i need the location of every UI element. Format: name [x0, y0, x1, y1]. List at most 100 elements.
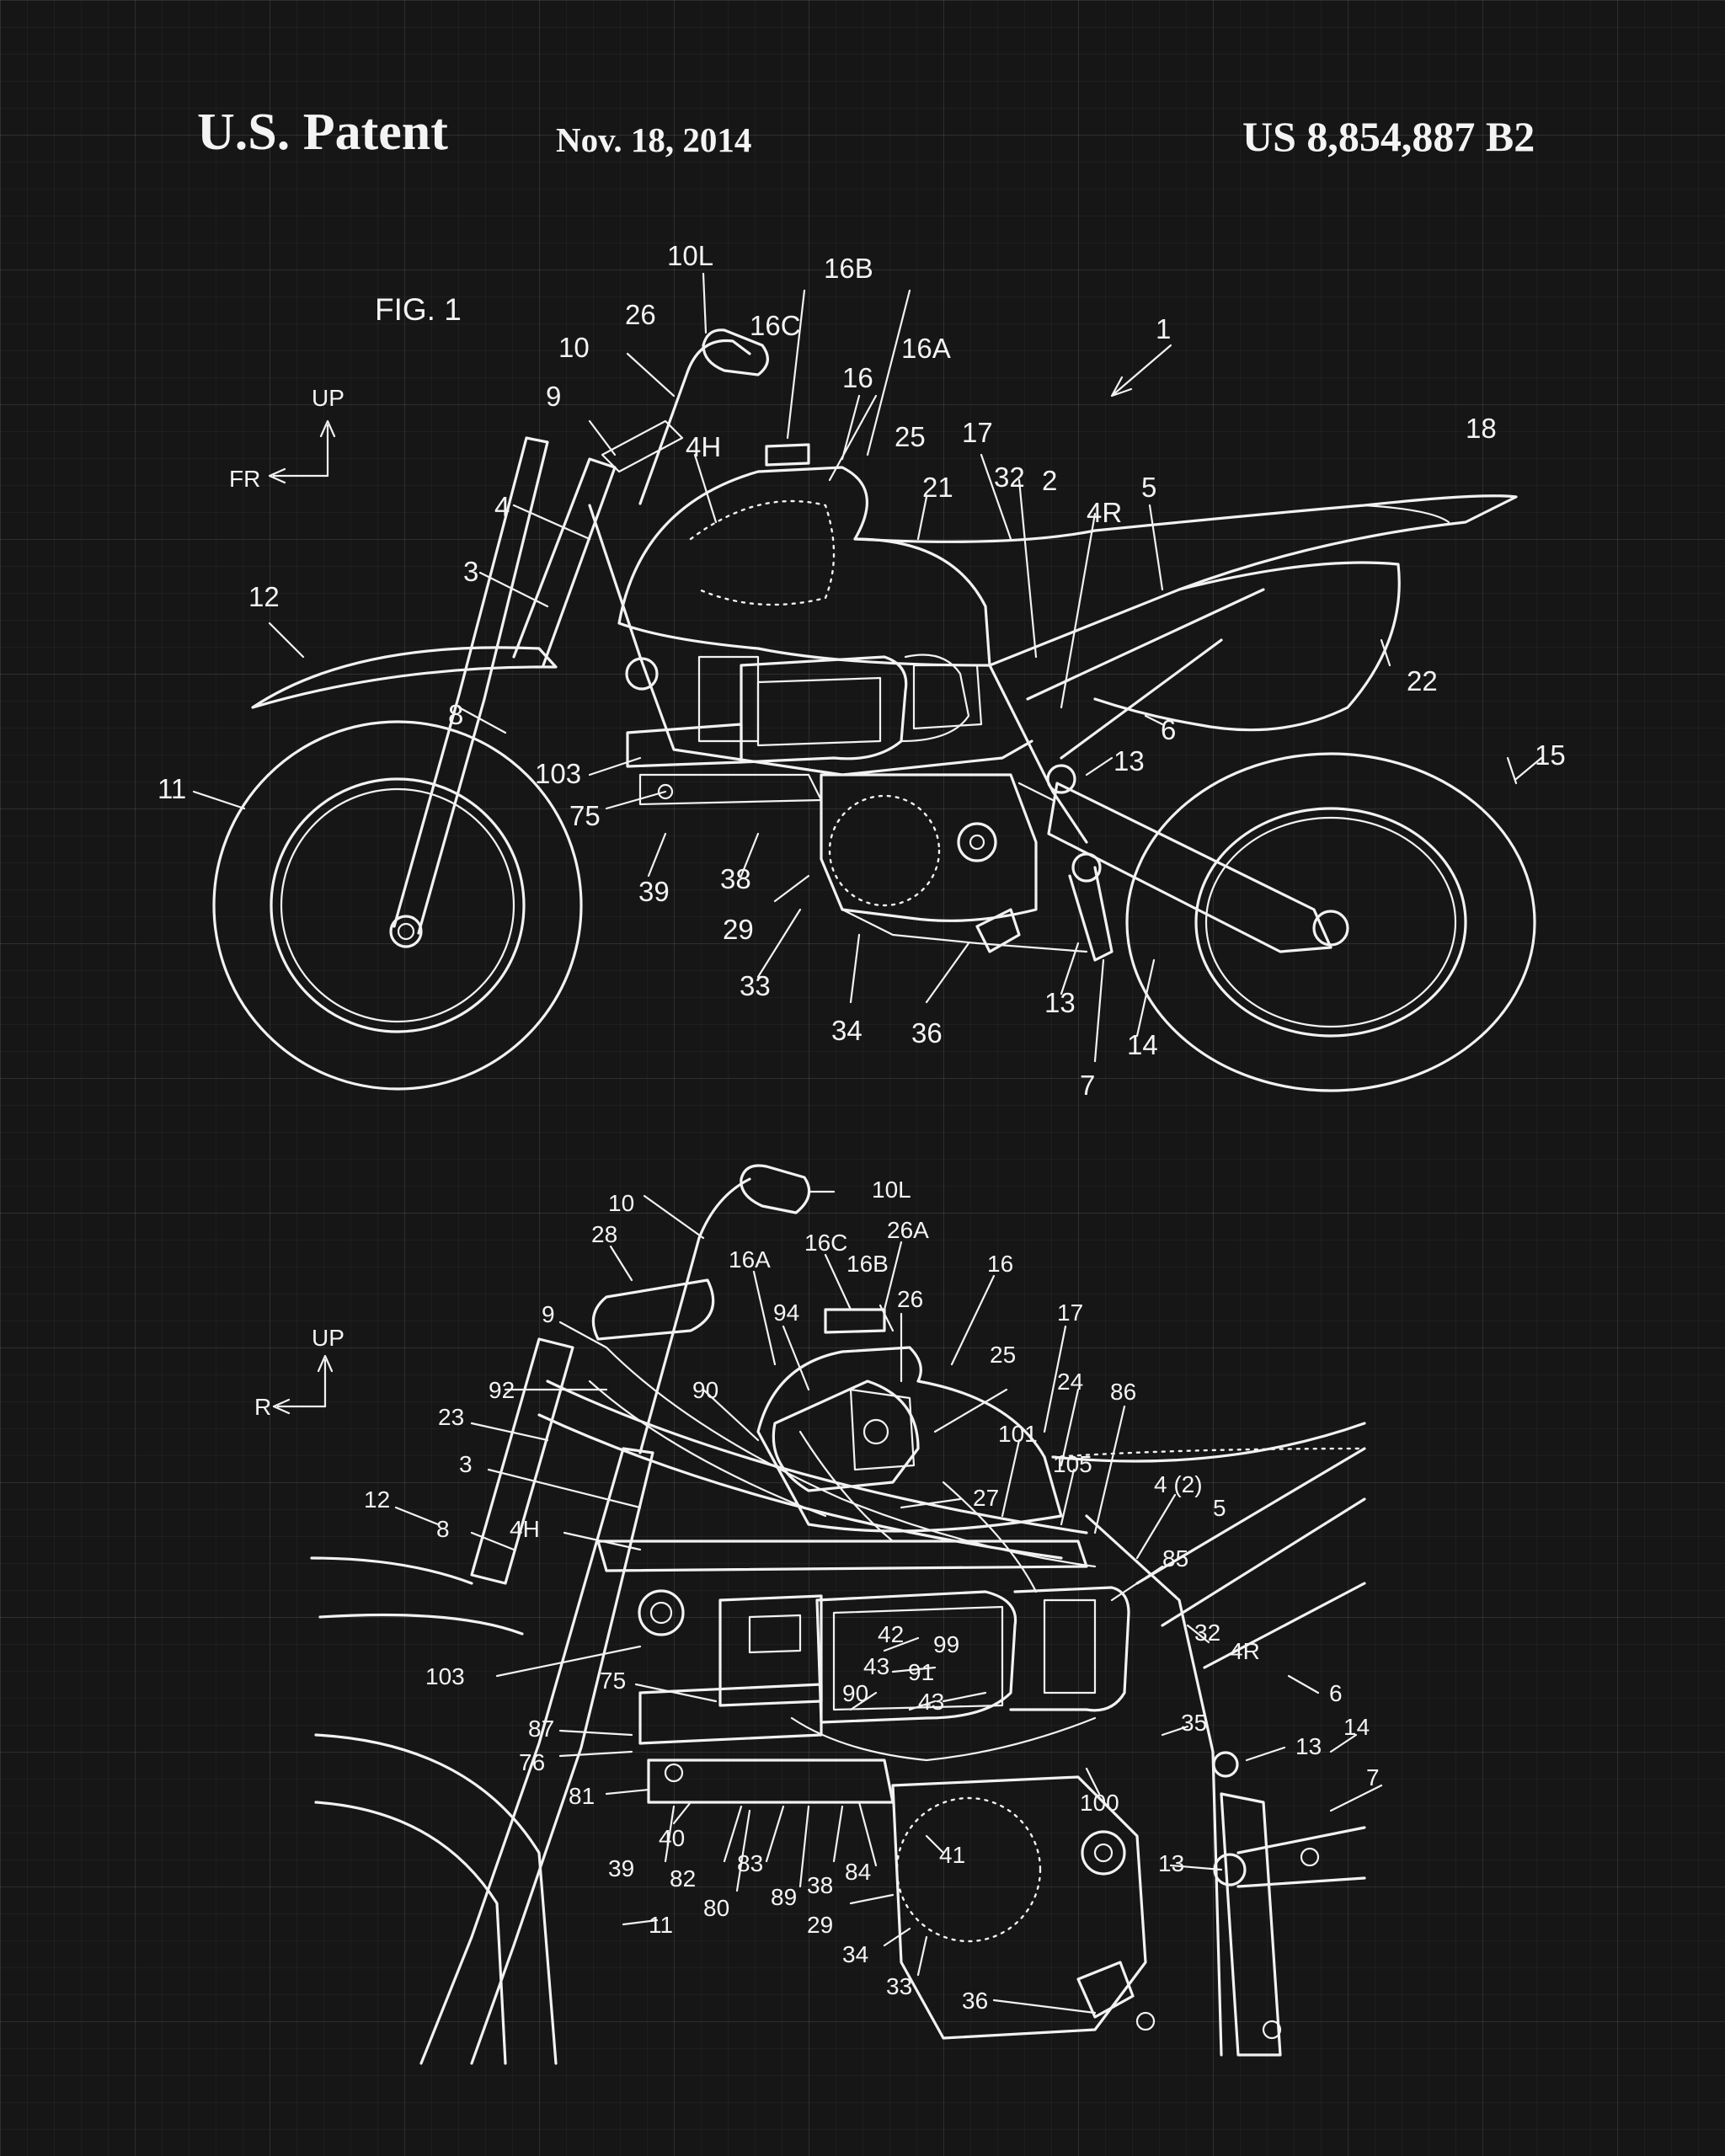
part-label: 9 [542, 1301, 555, 1327]
part-label: 12 [364, 1486, 390, 1513]
part-label: 18 [1466, 413, 1497, 444]
part-label: 3 [463, 556, 478, 587]
part-label: 4R [1230, 1638, 1260, 1664]
part-label: 5 [1213, 1495, 1226, 1521]
skid-plate-detail [647, 1758, 895, 1804]
part-label: 13 [1114, 745, 1145, 776]
part-label: 103 [535, 758, 581, 789]
crankcase-hidden-detail [895, 1796, 1042, 1943]
leader-lines-fig1 [192, 272, 1543, 1063]
swingarm [1047, 782, 1332, 953]
frame-bolt-detail [638, 1589, 685, 1636]
part-label: 11 [649, 1912, 673, 1938]
patent-title: U.S. Patent [197, 104, 448, 161]
part-label: 16B [846, 1251, 889, 1277]
wiring-harness [605, 1346, 1097, 1568]
part-label: 16A [901, 333, 951, 364]
top-clamp [601, 419, 684, 473]
seat-hidden-line [1051, 1447, 1366, 1459]
part-label: 13 [1044, 987, 1076, 1018]
part-label: 15 [1535, 739, 1566, 771]
part-label: 35 [1181, 1710, 1207, 1736]
part-label: 33 [886, 1973, 912, 1999]
part-label: 89 [771, 1884, 797, 1910]
part-label: 13 [1158, 1850, 1184, 1876]
throttle-body [772, 1380, 920, 1492]
crankcase-hidden [828, 794, 941, 907]
seat [853, 494, 1518, 667]
reference-arrow-1 [1110, 344, 1172, 398]
part-label: 16B [824, 253, 873, 284]
shift-pedal-detail [1076, 1961, 1135, 2019]
shock-mount [1071, 852, 1102, 883]
part-label: 101 [998, 1421, 1038, 1447]
part-label: 38 [720, 863, 751, 894]
handlebar-detail [638, 1177, 751, 1454]
part-label: 12 [248, 581, 280, 612]
part-label: 6 [1329, 1680, 1343, 1706]
part-label: 99 [933, 1631, 959, 1657]
part-label: 23 [438, 1404, 464, 1430]
part-label: 2 [1042, 465, 1057, 496]
part-label: 26 [897, 1286, 923, 1312]
seat-rail [1026, 588, 1265, 701]
exhaust-line [841, 908, 1088, 953]
part-label: 36 [911, 1017, 943, 1049]
part-label: 43 [918, 1689, 944, 1715]
part-label: 14 [1343, 1714, 1370, 1740]
part-label: 10 [558, 332, 590, 363]
fuel-cap [765, 443, 810, 467]
part-label: 4 (2) [1154, 1471, 1203, 1497]
leader-lines-fig2 [394, 1190, 1383, 2015]
ecu-unit [697, 655, 760, 743]
linkage [1068, 866, 1114, 962]
part-label: 75 [600, 1668, 626, 1694]
direction-up-label: UP [312, 1325, 344, 1351]
part-label: 4R [1087, 497, 1122, 528]
part-label: 10 [608, 1190, 634, 1216]
part-label: 16C [804, 1230, 847, 1256]
fork-tube [512, 457, 617, 667]
engine-detail [891, 1775, 1147, 2040]
part-label: 4H [686, 431, 721, 462]
lower-frame-tube [596, 1540, 1088, 1572]
fuel-tank [617, 466, 991, 667]
part-label: 34 [831, 1015, 862, 1046]
figure-2: UP R [254, 1164, 1383, 2065]
part-label: 32 [1194, 1620, 1220, 1646]
part-label: 34 [842, 1941, 868, 1967]
part-label: 90 [692, 1377, 718, 1403]
part-label: 17 [1057, 1299, 1083, 1326]
direction-front-label: FR [229, 466, 260, 492]
drive-sprocket [957, 822, 997, 862]
direction-up-label: UP [312, 385, 344, 411]
part-label: 81 [569, 1783, 595, 1809]
part-label: 29 [807, 1912, 833, 1938]
patent-number: US 8,854,887 B2 [1242, 113, 1535, 160]
front-fork [393, 436, 549, 935]
patent-date: Nov. 18, 2014 [556, 120, 752, 159]
part-label: 100 [1080, 1790, 1119, 1816]
part-label: 14 [1127, 1029, 1158, 1060]
part-label: 16C [750, 310, 801, 341]
part-label: 7 [1080, 1070, 1095, 1101]
part-label: 38 [807, 1872, 833, 1898]
main-frame-detail [537, 1380, 1088, 1560]
direction-front-label: R [254, 1394, 271, 1420]
fork-detail [419, 1447, 654, 2065]
handlebar-grip [702, 328, 769, 376]
seat-line-detail [1051, 1422, 1366, 1463]
part-label: 22 [1407, 665, 1438, 696]
front-fender-detail [310, 1556, 473, 1585]
part-label: 10L [667, 240, 713, 271]
part-label: 26A [887, 1217, 929, 1243]
pivot-frame [988, 664, 1088, 844]
part-label: 32 [994, 462, 1025, 493]
part-label: 10L [872, 1177, 911, 1203]
part-label: 39 [608, 1855, 634, 1881]
frame-bolt [625, 657, 659, 691]
part-label: 28 [591, 1221, 617, 1247]
fuel-tank-detail [756, 1346, 1063, 1533]
part-label: 80 [703, 1895, 729, 1921]
part-label: 25 [895, 421, 926, 452]
